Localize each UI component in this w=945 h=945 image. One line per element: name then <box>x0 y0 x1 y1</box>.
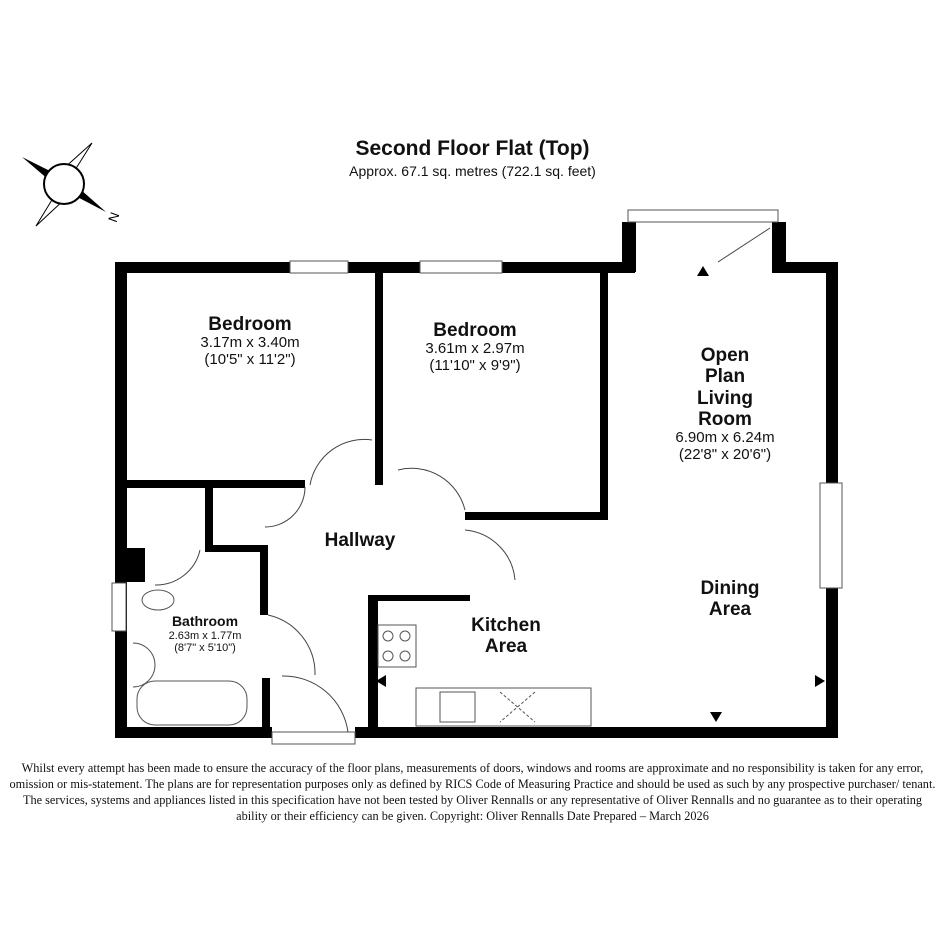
hob-icon <box>377 624 417 668</box>
disclaimer: Whilst every attempt has been made to en… <box>9 761 936 823</box>
compass-icon: N <box>22 142 122 227</box>
room-living: Open Plan Living Room 6.90m x 6.24m (22'… <box>675 345 775 463</box>
room-dining: Dining Area <box>700 578 760 621</box>
room-bathroom: Bathroom 2.63m x 1.77m (8'7" x 5'10") <box>168 613 242 654</box>
arrows <box>376 266 825 722</box>
room-hallway: Hallway <box>324 530 396 551</box>
walls <box>115 222 838 738</box>
room-kitchen: Kitchen Area <box>465 615 547 658</box>
room-bedroom-2: Bedroom 3.61m x 2.97m (11'10" x 9'9") <box>425 320 525 375</box>
bath-icon <box>136 680 248 726</box>
basin-icon <box>132 642 156 688</box>
plan-area: Approx. 67.1 sq. metres (722.1 sq. feet) <box>349 163 596 179</box>
windows <box>111 209 843 745</box>
sink-icon <box>439 691 476 723</box>
fixtures <box>132 589 592 727</box>
kitchen-counter <box>415 687 592 727</box>
compass-north-label: N <box>105 210 122 224</box>
plan-title: Second Floor Flat (Top) <box>355 137 590 160</box>
room-bedroom-1: Bedroom 3.17m x 3.40m (10'5" x 11'2") <box>200 314 300 369</box>
toilet-icon <box>141 589 175 611</box>
door-swings <box>154 227 771 733</box>
kitchen-label: Kitchen Area <box>471 615 541 658</box>
